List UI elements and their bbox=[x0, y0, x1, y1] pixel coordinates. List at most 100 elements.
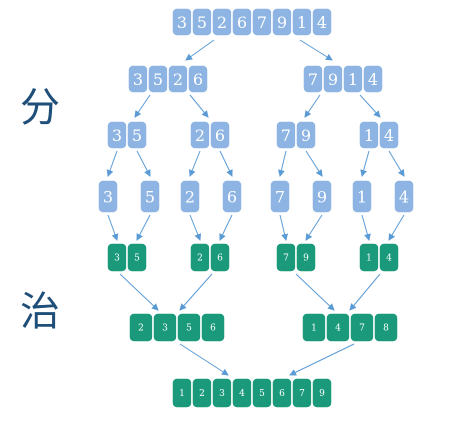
arrow-split-2-2-left bbox=[188, 150, 201, 177]
split-row-right-half-value: 7 bbox=[308, 70, 318, 89]
split-single-8-cell bbox=[393, 179, 415, 214]
split-single-4-cell bbox=[221, 179, 243, 214]
arrow-split-0-left bbox=[185, 39, 215, 61]
split-row-left-half-value: 2 bbox=[173, 70, 183, 89]
split-row-full-value: 4 bbox=[317, 13, 327, 32]
split-row-left-half-value: 6 bbox=[193, 70, 203, 89]
split-row-pair-2-cell bbox=[209, 120, 231, 150]
merge-row-final-value: 6 bbox=[279, 389, 285, 399]
split-single-7: 1 bbox=[351, 179, 373, 214]
split-row-pair-4-value: 1 bbox=[364, 126, 374, 145]
split-single-3: 2 bbox=[179, 179, 201, 214]
merge-row-final-value: 1 bbox=[179, 389, 185, 399]
split-single-5: 7 bbox=[269, 179, 291, 214]
split-single-5-cell bbox=[269, 179, 291, 214]
merge-row-pair-1-value: 5 bbox=[134, 254, 140, 264]
arrow-merge-single-8 bbox=[388, 214, 405, 241]
conquer-label: 治 bbox=[20, 289, 60, 335]
split-single-6: 9 bbox=[311, 179, 333, 214]
split-single-1: 3 bbox=[97, 179, 119, 214]
split-row-left-half-value: 5 bbox=[153, 70, 163, 89]
merge-row-pair-2-value: 2 bbox=[197, 254, 203, 264]
merge-row-final-cell bbox=[311, 377, 333, 409]
merge-row-final-value: 7 bbox=[299, 389, 305, 399]
merge-row-quad-1-value: 6 bbox=[210, 324, 216, 334]
arrow-split-2-2-right bbox=[219, 150, 233, 177]
split-single-5-value: 7 bbox=[275, 188, 285, 207]
merge-row-pair-2-value: 6 bbox=[217, 254, 223, 264]
split-row-pair-2-value: 6 bbox=[215, 126, 225, 145]
split-row-right-half-value: 1 bbox=[348, 70, 358, 89]
arrow-merge-quad-2 bbox=[289, 343, 355, 376]
arrow-merge-pair-3 bbox=[295, 273, 335, 311]
split-single-3-value: 2 bbox=[185, 188, 195, 207]
merge-row-pair-4-value: 1 bbox=[366, 254, 372, 264]
split-row-pair-4-cell bbox=[378, 120, 400, 150]
split-row-pair-1-value: 5 bbox=[132, 126, 142, 145]
merge-row-quad-1-value: 2 bbox=[138, 324, 144, 334]
split-row-full-value: 2 bbox=[217, 13, 227, 32]
arrow-split-1b-left bbox=[304, 94, 321, 118]
split-row-pair-1-value: 3 bbox=[112, 126, 122, 145]
merge-row-pair-4-value: 4 bbox=[386, 254, 392, 264]
merge-row-final-value: 3 bbox=[219, 389, 225, 399]
merge-row-quad-1-value: 3 bbox=[162, 324, 168, 334]
merge-row-quad-2-value: 8 bbox=[383, 324, 389, 334]
arrow-merge-quad-1 bbox=[179, 343, 229, 376]
arrow-merge-single-3 bbox=[189, 214, 202, 241]
merge-row-pair-4-cell bbox=[378, 242, 400, 273]
merge-row-pair-2-cell bbox=[209, 242, 231, 273]
split-row-pair-3-value: 9 bbox=[301, 126, 311, 145]
arrow-merge-single-6 bbox=[305, 214, 323, 241]
split-row-left-half-value: 3 bbox=[133, 70, 143, 89]
split-row-pair-3-value: 7 bbox=[281, 126, 291, 145]
arrow-split-2-1-left bbox=[106, 150, 118, 177]
arrow-split-1b-right bbox=[359, 94, 381, 118]
split-single-2: 5 bbox=[139, 179, 161, 214]
merge-row-quad-2-value: 4 bbox=[335, 324, 341, 334]
merge-row-final-value: 5 bbox=[259, 389, 265, 399]
merge-row-quad-2-cell bbox=[373, 312, 399, 343]
merge-row-quad-1-cell bbox=[200, 312, 226, 343]
merge-row-quad-2-value: 7 bbox=[359, 324, 365, 334]
split-row-right-half-cell bbox=[362, 64, 384, 94]
split-single-4-value: 6 bbox=[227, 188, 237, 207]
split-row-full-value: 1 bbox=[297, 13, 307, 32]
split-single-6-value: 9 bbox=[317, 188, 327, 207]
arrow-merge-pair-4 bbox=[349, 273, 381, 311]
split-row-full-value: 9 bbox=[277, 13, 287, 32]
arrow-split-1a-left bbox=[134, 94, 151, 118]
arrow-split-2-1-right bbox=[136, 150, 151, 177]
split-row-full-cell bbox=[311, 7, 333, 37]
split-single-4: 6 bbox=[221, 179, 243, 214]
arrow-split-2-4-right bbox=[388, 150, 405, 177]
merge-row-quad-2-value: 1 bbox=[311, 324, 317, 334]
merge-row-pair-3-value: 9 bbox=[303, 254, 309, 264]
split-row-full-value: 5 bbox=[197, 13, 207, 32]
merge-row-pair-1-value: 3 bbox=[114, 254, 120, 264]
arrow-split-2-4-left bbox=[360, 150, 370, 177]
split-row-pair-4-value: 4 bbox=[384, 126, 394, 145]
split-row-right-half-value: 9 bbox=[328, 70, 338, 89]
arrow-merge-single-1 bbox=[107, 214, 119, 241]
arrow-split-2-3-left bbox=[277, 150, 287, 177]
split-row-pair-1-cell bbox=[126, 120, 148, 150]
merge-row-final-value: 2 bbox=[199, 389, 205, 399]
split-row-pair-2-value: 2 bbox=[195, 126, 205, 145]
arrow-merge-pair-2 bbox=[179, 273, 213, 311]
split-single-1-value: 3 bbox=[103, 188, 113, 207]
split-single-8: 4 bbox=[393, 179, 415, 214]
split-single-8-value: 4 bbox=[399, 188, 409, 207]
